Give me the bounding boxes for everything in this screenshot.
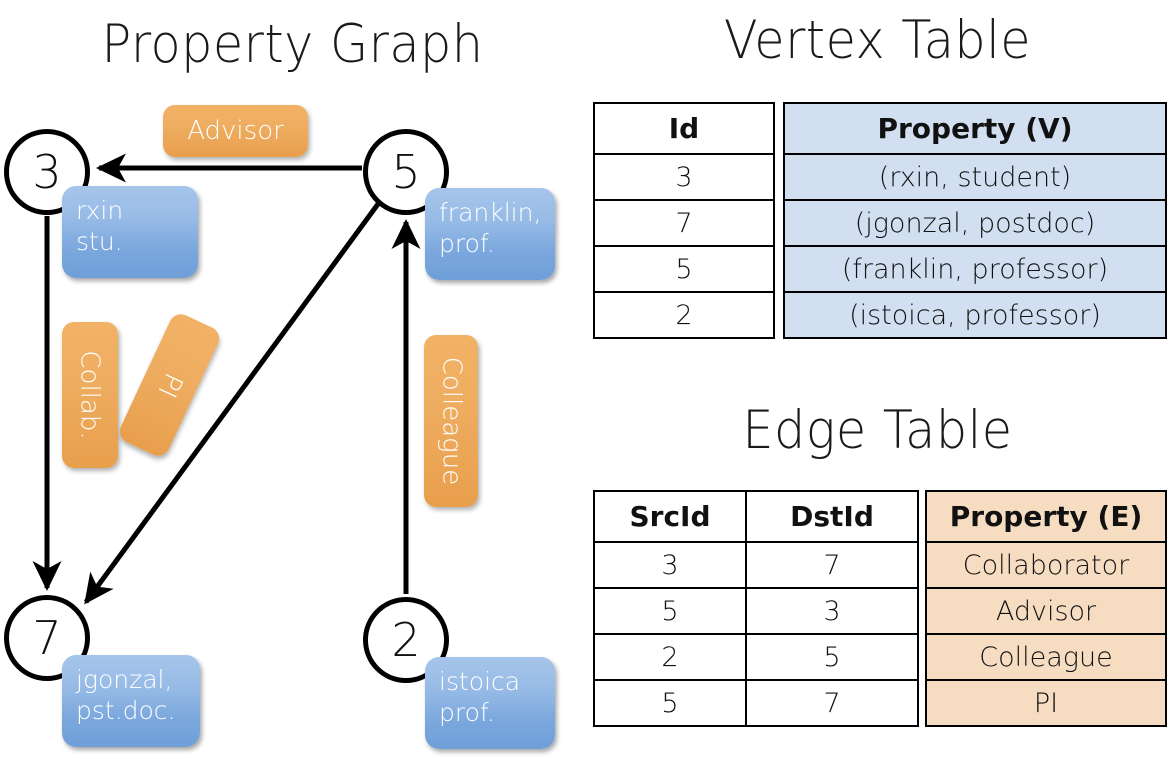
vertex-row-id: 7 xyxy=(593,199,775,247)
vertex-table-header-id: Id xyxy=(593,102,775,155)
vertex-id-7: 7 xyxy=(32,611,62,665)
vertex-property-bubble-7: jgonzal, pst.doc. xyxy=(62,655,200,747)
edge-table: SrcId DstId Property (E) 3 7 Collaborato… xyxy=(593,490,1167,727)
vertex-property-line: prof. xyxy=(439,697,495,727)
edge-row-dstid: 3 xyxy=(745,587,919,635)
edge-row-property: PI xyxy=(925,679,1167,727)
column-gap xyxy=(918,680,926,726)
edge-row-dstid: 7 xyxy=(745,541,919,589)
vertex-property-line: jgonzal, xyxy=(76,665,173,694)
vertex-node-2[interactable]: 2 xyxy=(363,597,449,683)
table-row: 3 7 Collaborator xyxy=(593,541,1167,589)
vertex-row-id: 5 xyxy=(593,245,775,293)
vertex-property-line: pst.doc. xyxy=(76,695,176,725)
edge-row-srcid: 5 xyxy=(593,679,747,727)
column-gap xyxy=(918,491,926,542)
column-gap xyxy=(918,542,926,588)
table-row: 5 7 PI xyxy=(593,679,1167,727)
edge-label-text: Colleague xyxy=(436,356,467,486)
edge-table-header-property: Property (E) xyxy=(925,490,1167,543)
property-graph-panel: 3 5 7 2 rxin stu. franklin, prof. jgonza… xyxy=(4,105,555,749)
edge-row-property: Colleague xyxy=(925,633,1167,681)
vertex-row-property: (rxin, student) xyxy=(783,153,1167,201)
vertex-row-id: 3 xyxy=(593,153,775,201)
vertex-id-2: 2 xyxy=(391,613,421,667)
table-header-row: SrcId DstId Property (E) xyxy=(593,490,1167,543)
vertex-property-line: stu. xyxy=(76,226,123,256)
column-gap xyxy=(918,634,926,680)
table-row: 5 (franklin, professor) xyxy=(593,245,1167,293)
vertex-node-5[interactable]: 5 xyxy=(363,129,449,215)
column-gap xyxy=(774,246,784,292)
edge-label-text: Collab. xyxy=(75,350,105,440)
vertex-row-property: (franklin, professor) xyxy=(783,245,1167,293)
vertex-table-title: Vertex Table xyxy=(723,10,1032,71)
edge-label-collab: Collab. xyxy=(62,322,118,468)
vertex-property-line: istoica xyxy=(439,667,521,696)
vertex-table-header-property: Property (V) xyxy=(783,102,1167,155)
table-row: 3 (rxin, student) xyxy=(593,153,1167,201)
vertex-id-3: 3 xyxy=(32,145,62,199)
edge-row-property: Collaborator xyxy=(925,541,1167,589)
table-row: 5 3 Advisor xyxy=(593,587,1167,635)
vertex-property-line: rxin xyxy=(76,196,124,225)
column-gap xyxy=(918,588,926,634)
edge-table-header-srcid: SrcId xyxy=(593,490,747,543)
column-gap xyxy=(774,200,784,246)
edge-label-text: Advisor xyxy=(187,116,284,146)
edge-label-text: PI xyxy=(150,368,189,402)
edge-5-to-7-pi xyxy=(83,202,381,605)
edge-label-advisor: Advisor xyxy=(163,105,308,157)
column-gap xyxy=(774,154,784,200)
vertex-property-bubble-5: franklin, prof. xyxy=(425,188,555,280)
vertex-row-id: 2 xyxy=(593,291,775,339)
graph-edges-svg xyxy=(32,153,421,605)
edge-row-srcid: 3 xyxy=(593,541,747,589)
vertex-row-property: (jgonzal, postdoc) xyxy=(783,199,1167,247)
column-gap xyxy=(774,292,784,338)
column-gap xyxy=(774,103,784,154)
property-graph-title: Property Graph xyxy=(101,14,484,75)
vertex-property-bubble-2: istoica prof. xyxy=(425,657,555,749)
table-header-row: Id Property (V) xyxy=(593,102,1167,155)
vertex-property-bubble-3: rxin stu. xyxy=(62,186,198,278)
table-row: 7 (jgonzal, postdoc) xyxy=(593,199,1167,247)
edge-row-dstid: 5 xyxy=(745,633,919,681)
vertex-property-line: prof. xyxy=(439,228,495,258)
edge-table-header-dstid: DstId xyxy=(745,490,919,543)
table-row: 2 5 Colleague xyxy=(593,633,1167,681)
table-row: 2 (istoica, professor) xyxy=(593,291,1167,339)
vertex-id-5: 5 xyxy=(391,145,421,199)
edge-table-title: Edge Table xyxy=(742,400,1013,461)
edge-row-property: Advisor xyxy=(925,587,1167,635)
edge-row-srcid: 5 xyxy=(593,587,747,635)
edge-row-dstid: 7 xyxy=(745,679,919,727)
edge-row-srcid: 2 xyxy=(593,633,747,681)
vertex-row-property: (istoica, professor) xyxy=(783,291,1167,339)
vertex-property-line: franklin, xyxy=(439,198,542,227)
edge-label-colleague: Colleague xyxy=(424,335,478,507)
vertex-table: Id Property (V) 3 (rxin, student) 7 (jgo… xyxy=(593,102,1167,339)
